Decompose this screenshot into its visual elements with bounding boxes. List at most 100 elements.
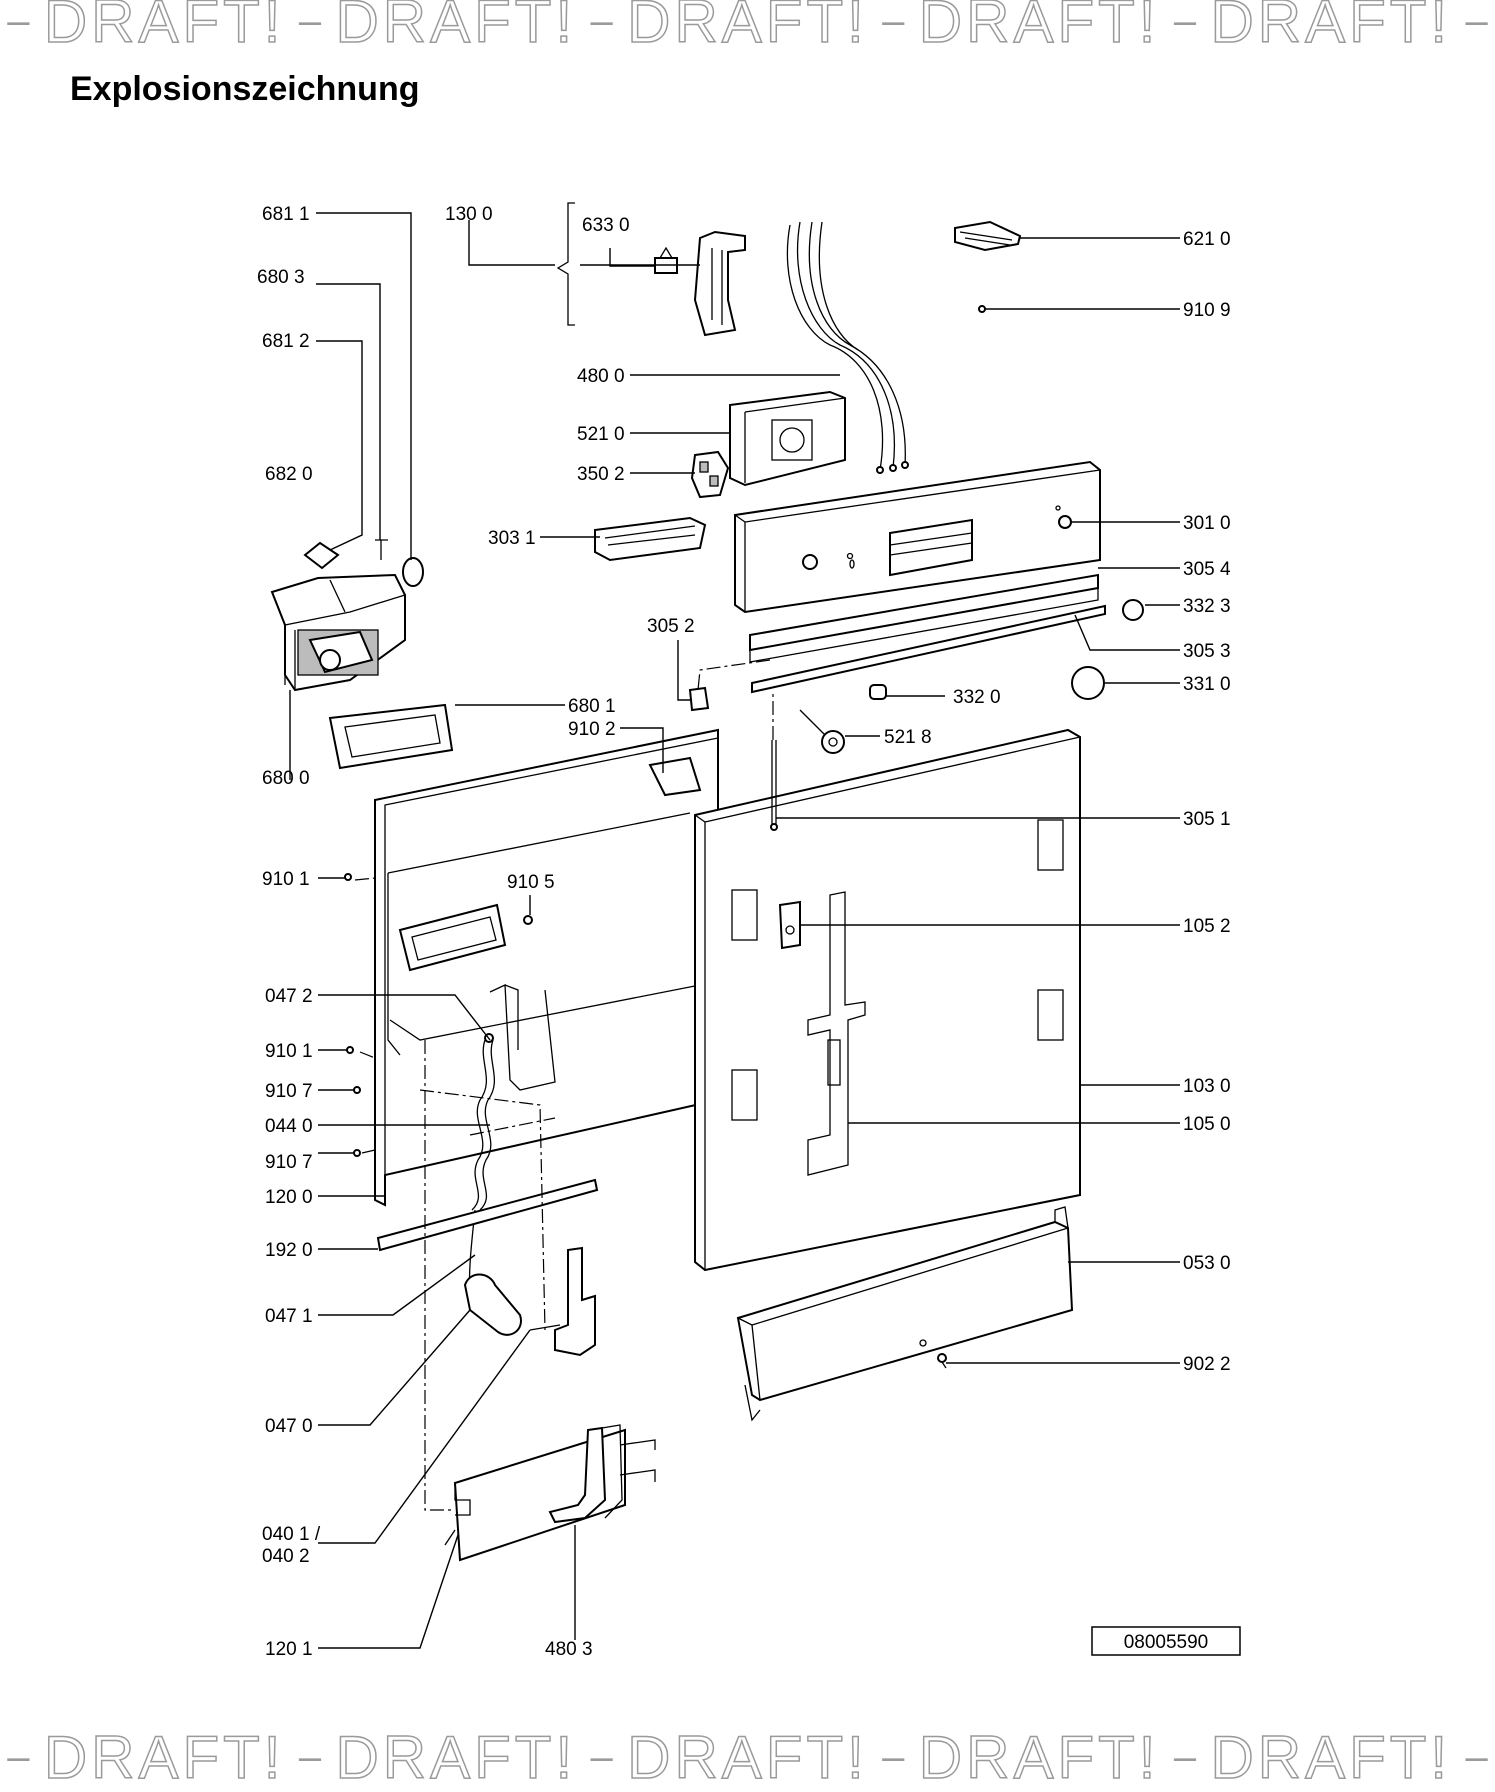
part-910-9-screw [978, 305, 986, 313]
label-682-0: 682 0 [265, 464, 313, 485]
watermark-text: DRAFT! [43, 1723, 285, 1792]
label-331-0: 331 0 [1183, 674, 1231, 695]
part-103-outer-door [694, 728, 1081, 1272]
watermark-separator: – [1173, 1734, 1197, 1779]
label-047-2: 047 2 [265, 986, 313, 1007]
watermark-separator: – [1173, 0, 1197, 43]
part-120-1-lower-panel [444, 1428, 656, 1562]
watermark-text: DRAFT! [918, 1723, 1160, 1792]
part-350-connector [690, 450, 730, 499]
label-910-1-b: 910 1 [265, 1041, 313, 1062]
label-301-0: 301 0 [1183, 513, 1231, 534]
part-192-rail [376, 1178, 599, 1252]
part-521-8-sensor [799, 709, 845, 754]
label-305-1: 305 1 [1183, 809, 1231, 830]
part-332-0-knob [869, 684, 887, 700]
label-480-3: 480 3 [545, 1639, 593, 1660]
part-682-dispenser [270, 573, 406, 692]
label-910-2: 910 2 [568, 719, 616, 740]
watermark-separator: – [590, 1734, 613, 1779]
part-681-1-seal [402, 557, 424, 587]
label-910-1-a: 910 1 [262, 869, 310, 890]
label-040-1: 040 1 / [262, 1524, 321, 1545]
part-303-handle [594, 516, 707, 562]
watermark-separator: – [882, 1734, 905, 1779]
watermark-text: DRAFT! [1210, 1723, 1452, 1792]
part-labels: 681 1 680 3 681 2 682 0 680 0 130 0 633 … [257, 204, 1231, 1660]
part-331-0-knob [1071, 666, 1105, 700]
label-633-0: 633 0 [582, 215, 630, 236]
watermark-text: DRAFT! [626, 1723, 868, 1792]
part-130-switch-assembly [556, 202, 746, 337]
part-301-control-panel [734, 460, 1101, 614]
label-910-7-a: 910 7 [265, 1081, 313, 1102]
document-number: 08005590 [1124, 1632, 1209, 1653]
watermark-text: DRAFT! [335, 1723, 577, 1792]
watermark-separator: – [298, 0, 322, 43]
watermark-separator: – [1465, 0, 1488, 43]
part-680-1-gasket [328, 703, 454, 770]
label-040-2: 040 2 [262, 1546, 310, 1567]
part-332-3-knob [1122, 599, 1144, 621]
label-105-0: 105 0 [1183, 1114, 1231, 1135]
label-910-7-b: 910 7 [265, 1152, 313, 1173]
document-number-box: 08005590 [1091, 1626, 1241, 1656]
watermark-separator: – [882, 0, 905, 43]
page-title: Explosionszeichnung [70, 70, 420, 108]
label-680-1: 680 1 [568, 696, 616, 717]
label-047-1: 047 1 [265, 1306, 313, 1327]
label-053-0: 053 0 [1183, 1253, 1231, 1274]
watermark-text: DRAFT! [918, 0, 1160, 55]
label-305-4: 305 4 [1183, 559, 1231, 580]
label-521-0: 521 0 [577, 424, 625, 445]
label-350-2: 350 2 [577, 464, 625, 485]
part-305-3-lower-strip [751, 604, 1106, 694]
label-910-9: 910 9 [1183, 300, 1231, 321]
leader-lines [289, 212, 1180, 1649]
part-680-3-pin [375, 539, 388, 560]
part-120-inner-door [374, 728, 719, 1207]
label-305-2: 305 2 [647, 616, 695, 637]
watermark-text: DRAFT! [43, 0, 285, 55]
part-681-2-lid [303, 541, 340, 570]
part-040-bracket [529, 1246, 596, 1357]
label-303-1: 303 1 [488, 528, 536, 549]
part-305-4-trim-strip [749, 573, 1099, 663]
label-192-0: 192 0 [265, 1240, 313, 1261]
part-621-module [954, 220, 1022, 252]
part-053-kick-plate [736, 1206, 1074, 1422]
watermark-text: DRAFT! [626, 0, 868, 55]
label-044-0: 044 0 [265, 1116, 313, 1137]
label-680-3: 680 3 [257, 267, 305, 288]
label-681-1: 681 1 [262, 204, 310, 225]
label-047-0: 047 0 [265, 1416, 313, 1437]
label-105-2: 105 2 [1183, 916, 1231, 937]
label-681-2: 681 2 [262, 331, 310, 352]
watermark-separator: – [590, 0, 613, 43]
part-305-2-clip [688, 686, 710, 712]
part-521-control-board [729, 390, 846, 487]
part-480-wiring-harness [786, 221, 909, 474]
label-305-3: 305 3 [1183, 641, 1231, 662]
label-902-2: 902 2 [1183, 1354, 1231, 1375]
part-902-2-screw [937, 1353, 947, 1369]
watermark-separator: – [298, 1734, 322, 1779]
label-680-0: 680 0 [262, 768, 310, 789]
part-047-0-hook [463, 1273, 522, 1336]
watermark-separator: – [1465, 1734, 1488, 1779]
watermark-text: DRAFT! [1210, 0, 1452, 55]
part-305-1-rod [770, 740, 778, 831]
label-910-5: 910 5 [507, 872, 555, 893]
draft-watermark-bottom: – DRAFT! – DRAFT! – DRAFT! – DRAFT! – DR… [0, 1722, 1495, 1792]
label-332-3: 332 3 [1183, 596, 1231, 617]
label-130-0: 130 0 [445, 204, 493, 225]
assembly-lines [354, 659, 774, 1511]
label-120-0: 120 0 [265, 1187, 313, 1208]
watermark-text: DRAFT! [335, 0, 577, 55]
watermark-separator: – [7, 0, 30, 43]
label-621-0: 621 0 [1183, 229, 1231, 250]
draft-watermark-top: – DRAFT! – DRAFT! – DRAFT! – DRAFT! – DR… [0, 0, 1495, 56]
watermark-separator: – [7, 1734, 30, 1779]
part-480-3-foot [548, 1424, 623, 1524]
